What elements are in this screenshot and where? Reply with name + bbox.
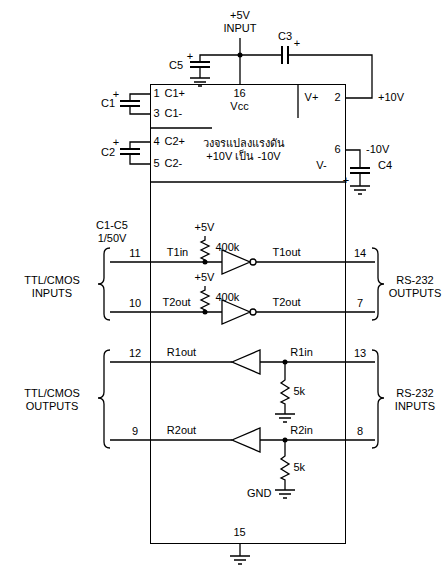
component-label: C4 bbox=[378, 159, 392, 172]
junction-dot bbox=[238, 53, 243, 58]
signal-label: +5V INPUT bbox=[218, 9, 262, 35]
brace bbox=[372, 350, 384, 448]
pin-number: 6 bbox=[334, 143, 340, 156]
signal-label: Vcc bbox=[230, 100, 248, 113]
pin-number: 2 bbox=[334, 91, 340, 104]
signal-label: +5V bbox=[195, 221, 215, 234]
capacitor-wire bbox=[130, 94, 150, 114]
signal-label: T1out bbox=[272, 246, 300, 259]
resistor-value: 400k bbox=[216, 241, 240, 254]
signal-label: C2- bbox=[165, 157, 183, 170]
supply-wire bbox=[200, 38, 372, 98]
pin-number: 14 bbox=[354, 247, 366, 260]
signal-label: วงจรแปลงแรงดัน +10V เป็น -10V bbox=[190, 136, 298, 162]
junction-dot bbox=[203, 260, 208, 265]
capacitor-symbol bbox=[120, 149, 140, 154]
signal-label: R2in bbox=[290, 424, 313, 437]
ic-package: 16Vcc 1 C1+ 3 C1- 4 C2+ 5 C2- วงจรแปลงแรงดัน +10V… bbox=[150, 84, 346, 544]
resistor-value: 5k bbox=[294, 461, 306, 474]
inverter-symbol bbox=[222, 250, 250, 324]
pin-number: 4 bbox=[153, 135, 159, 148]
component-label: C3 bbox=[278, 30, 292, 43]
pin-number: 16 bbox=[233, 87, 245, 100]
capacitor-symbol bbox=[120, 101, 140, 106]
resistor-value: 400k bbox=[216, 291, 240, 304]
pin-number: 5 bbox=[153, 157, 159, 170]
signal-label: TTL/CMOS INPUTS bbox=[10, 274, 94, 300]
signal-label: R1out bbox=[167, 346, 196, 359]
capacitor-symbol bbox=[190, 62, 210, 67]
signal-label: C1- bbox=[165, 107, 183, 120]
inverter-bubble bbox=[250, 259, 256, 265]
junction-dot bbox=[203, 310, 208, 315]
polarity-mark: + bbox=[113, 136, 119, 149]
pin-number: 8 bbox=[357, 425, 363, 438]
signal-label: +5V bbox=[195, 271, 215, 284]
signal-label: T1in bbox=[167, 246, 188, 259]
wires bbox=[98, 38, 384, 564]
signal-label: V- bbox=[316, 159, 326, 172]
pin-number: 7 bbox=[357, 297, 363, 310]
signal-label: R2out bbox=[167, 424, 196, 437]
capacitor-symbol bbox=[350, 168, 370, 173]
signal-label: T2out bbox=[272, 296, 300, 309]
signal-label: R1in bbox=[290, 346, 313, 359]
signal-label: +10V bbox=[378, 91, 404, 104]
ground-wire bbox=[239, 544, 240, 556]
polarity-mark: + bbox=[113, 88, 119, 101]
pin-number: 3 bbox=[153, 107, 159, 120]
polarity-mark: + bbox=[187, 50, 193, 63]
pin-number: 11 bbox=[129, 247, 140, 260]
junction-dot bbox=[283, 438, 288, 443]
capacitor-symbol bbox=[282, 46, 288, 64]
junction-dot bbox=[283, 360, 288, 365]
inverter-bubble bbox=[250, 309, 256, 315]
resistor-symbol bbox=[281, 440, 289, 490]
ground-symbol bbox=[275, 414, 295, 422]
brace bbox=[372, 248, 384, 320]
resistor-value: 5k bbox=[294, 385, 306, 398]
resistor-symbol bbox=[201, 286, 209, 312]
signal-label: -10V bbox=[366, 143, 389, 156]
signal-label: GND bbox=[247, 487, 271, 500]
pin-number: 15 bbox=[233, 526, 245, 539]
signal-label: C1+ bbox=[165, 87, 186, 100]
signal-label: C1-C5 1/50V bbox=[86, 219, 138, 245]
pin-number: 10 bbox=[129, 297, 141, 310]
component-label: C5 bbox=[169, 59, 183, 72]
brace bbox=[98, 248, 110, 320]
polarity-mark: + bbox=[294, 37, 300, 50]
ground-symbol bbox=[275, 490, 295, 498]
pin-number: 12 bbox=[129, 347, 141, 360]
section-line bbox=[150, 84, 346, 182]
signal-label: RS-232 INPUTS bbox=[386, 387, 444, 413]
resistor-symbol bbox=[201, 236, 209, 262]
signal-label: T2out bbox=[162, 296, 190, 309]
polarity-mark: + bbox=[343, 174, 349, 187]
brace bbox=[98, 350, 110, 448]
resistor-symbol bbox=[281, 362, 289, 414]
signal-label: RS-232 OUTPUTS bbox=[386, 274, 444, 300]
signal-label: C2+ bbox=[165, 135, 186, 148]
receiver-symbol bbox=[232, 350, 260, 452]
pin-number: 1 bbox=[153, 87, 159, 100]
pin-number: 13 bbox=[354, 347, 366, 360]
signal-label: TTL/CMOS OUTPUTS bbox=[10, 387, 94, 413]
pin-number: 9 bbox=[132, 425, 138, 438]
ground-symbol bbox=[350, 186, 370, 194]
signal-label: V+ bbox=[305, 91, 319, 104]
ground-symbol bbox=[230, 556, 250, 564]
